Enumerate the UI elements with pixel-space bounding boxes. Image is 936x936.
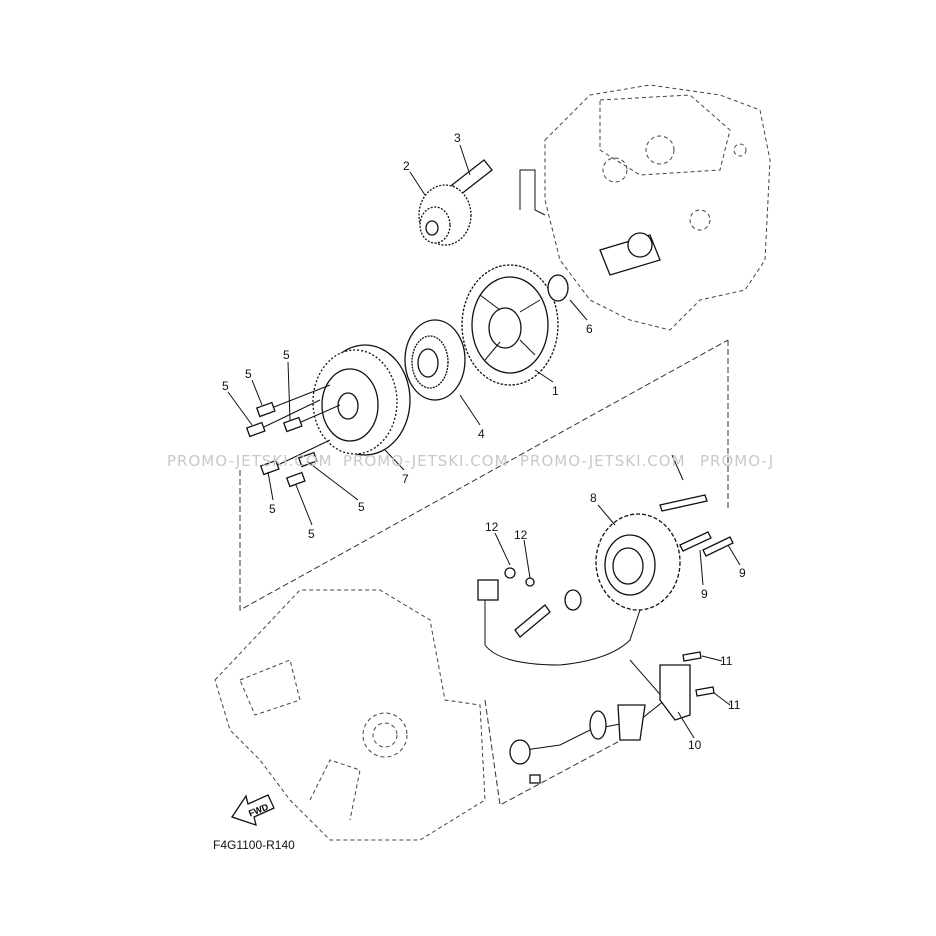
callout-7: 7 (402, 472, 409, 486)
fwd-arrow-icon: FWD (230, 794, 275, 826)
callout-9: 9 (701, 587, 708, 601)
diagram-code: F4G1100-R140 (213, 838, 295, 852)
callout-11: 11 (720, 654, 733, 668)
callout-5: 5 (283, 348, 290, 362)
wire-harness (477, 567, 691, 784)
part-8-stator (595, 513, 681, 611)
crankcase-upper (544, 84, 771, 331)
crankcase-lower (214, 589, 486, 841)
callout-5: 5 (308, 527, 315, 541)
part-4-one-way-clutch (404, 319, 466, 401)
callout-5: 5 (245, 367, 252, 381)
watermark: PROMO-JETSKI.COM (167, 452, 333, 470)
part-6-o-ring (547, 274, 569, 302)
leader-lines (227, 144, 741, 739)
callout-5: 5 (269, 502, 276, 516)
callout-12: 12 (514, 528, 528, 542)
callout-2: 2 (403, 159, 410, 173)
assembly-guide-lines (239, 169, 729, 806)
part-9-bolts (659, 494, 734, 557)
part-1-starter-gear (461, 264, 559, 386)
callout-5: 5 (222, 379, 229, 393)
callout-4: 4 (478, 427, 485, 441)
part-7-flywheel (312, 344, 411, 456)
callout-11: 11 (728, 698, 741, 712)
callout-9: 9 (739, 566, 746, 580)
part-11-screws (682, 651, 715, 697)
callout-5: 5 (358, 500, 365, 514)
callout-8: 8 (590, 491, 597, 505)
watermark: PROMO-JETSKI.COM (343, 452, 509, 470)
callout-6: 6 (586, 322, 593, 336)
callout-10: 10 (688, 738, 702, 752)
callout-3: 3 (454, 131, 461, 145)
part-2-idler-gear (418, 184, 472, 246)
part-5-bolts (245, 384, 341, 488)
watermark: PROMO-J (700, 452, 774, 470)
callout-1: 1 (552, 384, 559, 398)
callout-12: 12 (485, 520, 499, 534)
watermark: PROMO-JETSKI.COM (520, 452, 686, 470)
